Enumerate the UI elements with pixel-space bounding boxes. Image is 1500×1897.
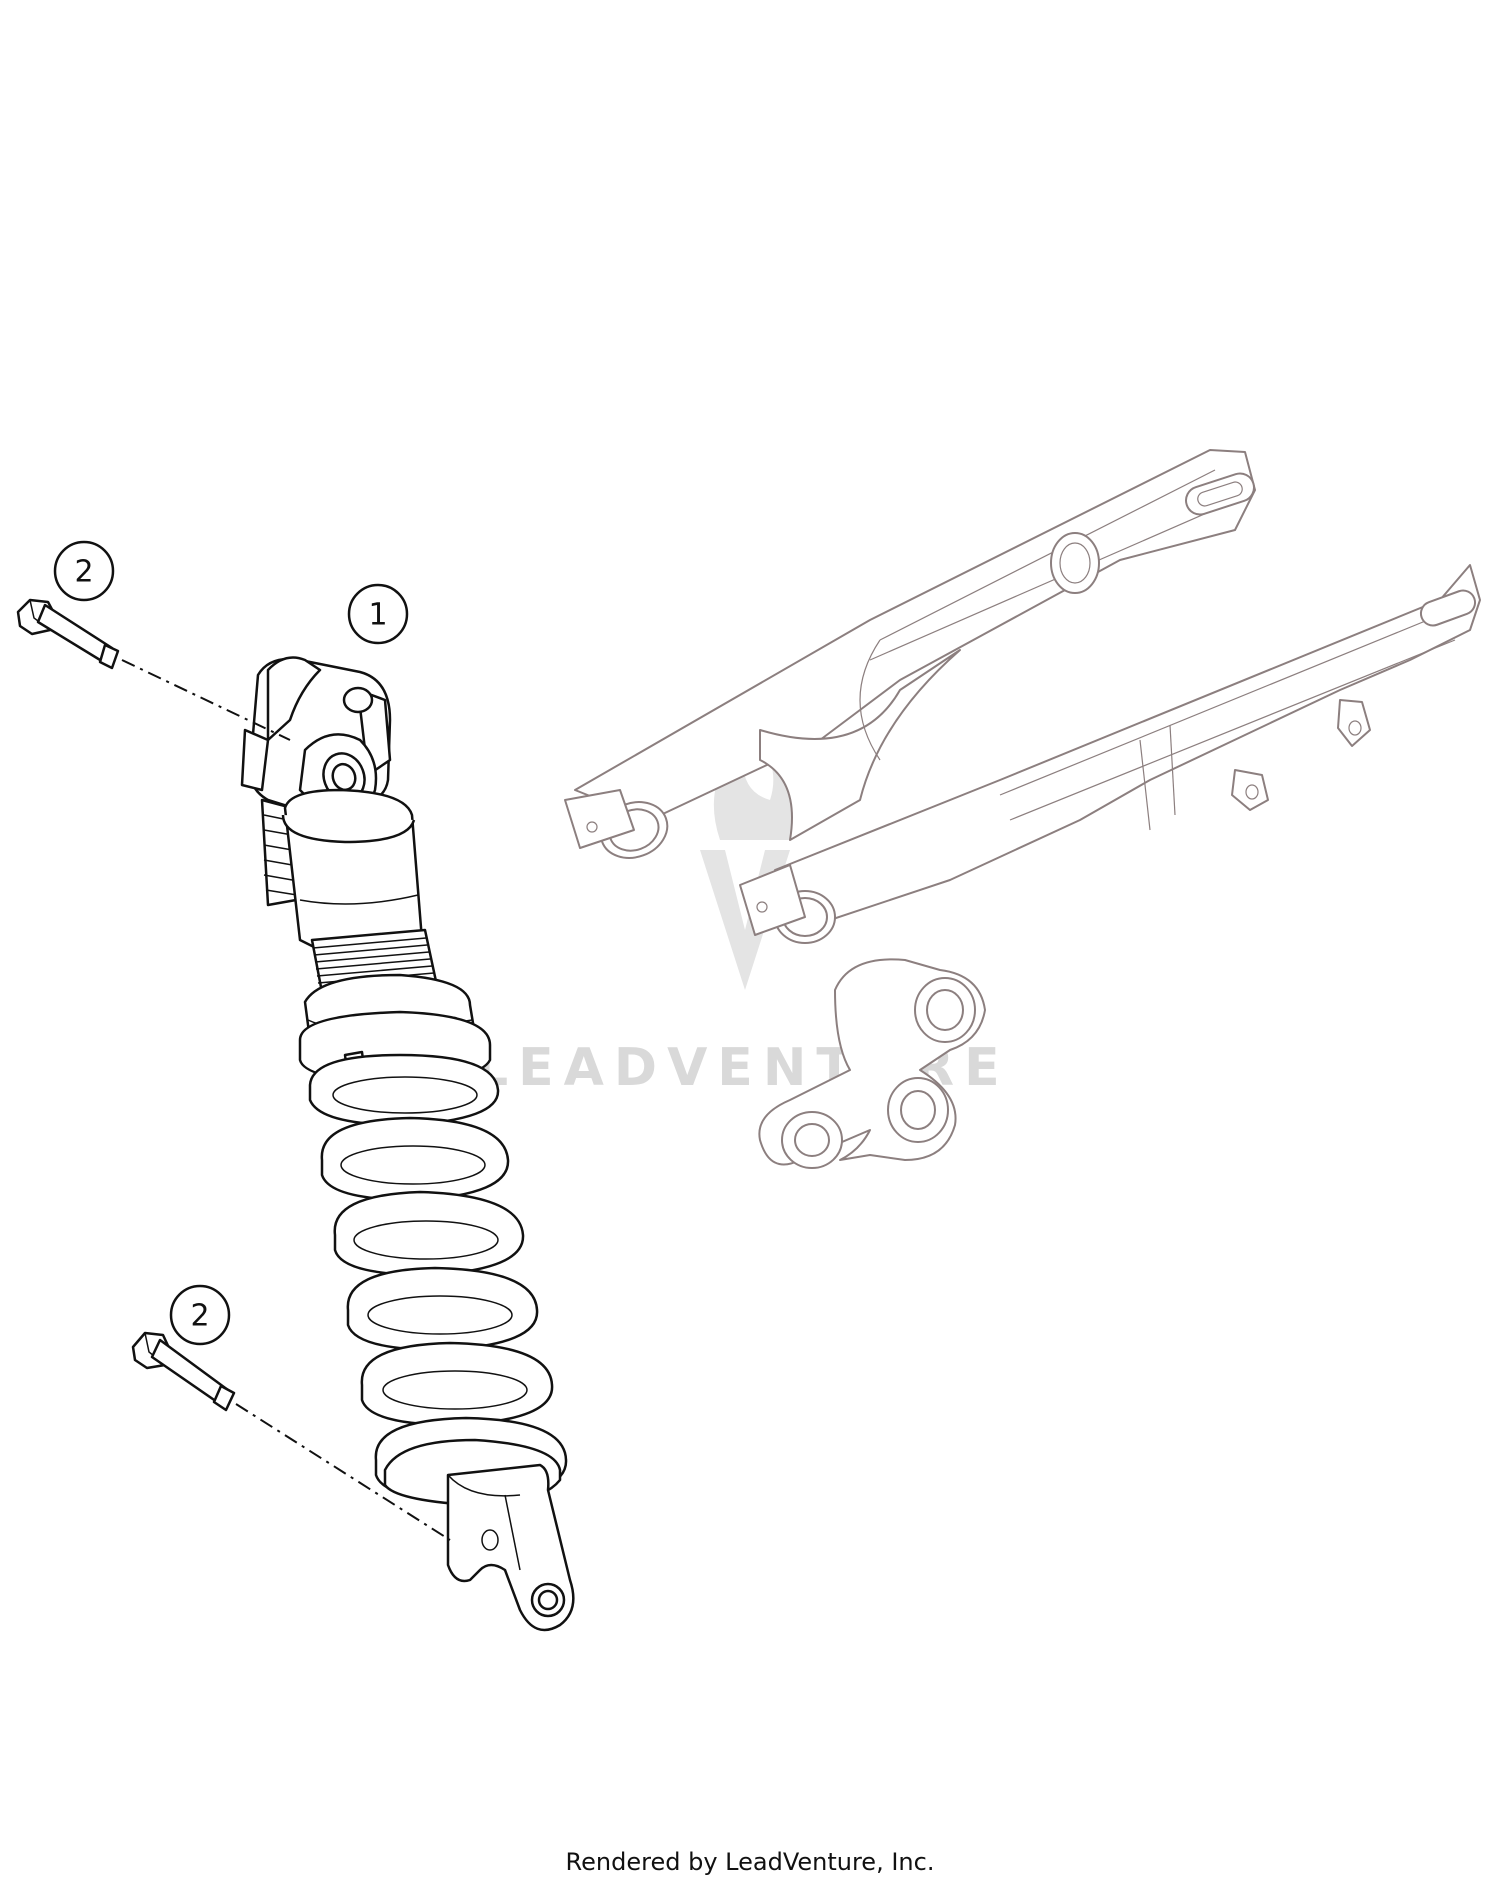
callout-2-bottom-label: 2 (190, 1299, 209, 1334)
spring-coils (308, 1053, 568, 1502)
callout-1-label: 1 (368, 598, 387, 633)
bolt-top (16, 598, 120, 670)
callout-2-bottom: 2 (169, 1284, 231, 1346)
bolt-bottom (131, 1331, 236, 1412)
swingarm (564, 449, 1481, 944)
leader-line-bottom (235, 1403, 451, 1541)
shock-absorber (240, 656, 575, 1632)
watermark-logo-icon (700, 740, 796, 990)
callout-2-top: 2 (53, 540, 115, 602)
callout-2-top-label: 2 (74, 555, 93, 590)
linkage-lever (758, 958, 986, 1169)
callout-1: 1 (347, 583, 409, 645)
leader-line-top (121, 659, 291, 741)
footer-credit: Rendered by LeadVenture, Inc. (565, 1848, 935, 1876)
